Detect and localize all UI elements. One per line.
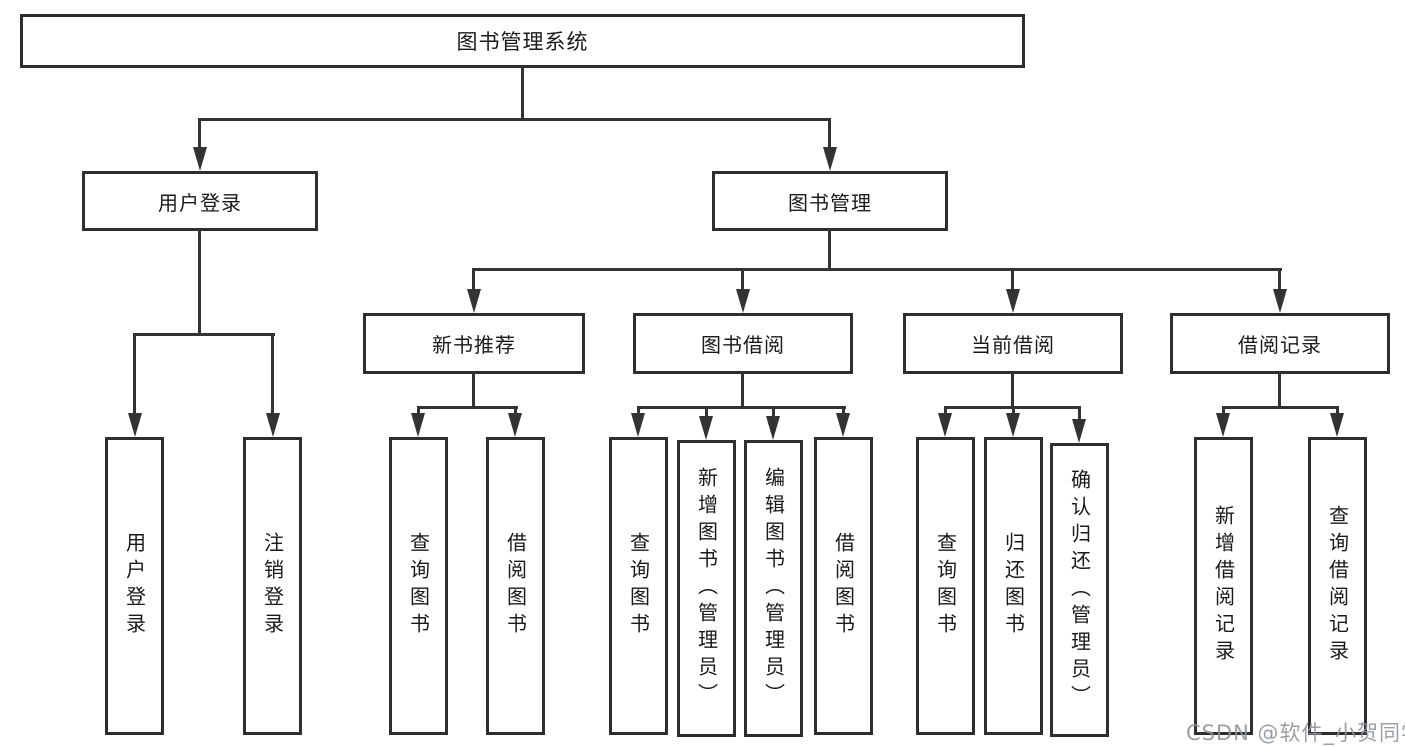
connector-line [1336,406,1339,416]
connector-line [944,406,947,416]
arrowhead [823,147,837,171]
arrowhead [1072,419,1086,443]
connector-line [705,406,708,416]
watermark: CSDN @软件_小贺同学 [1186,721,1405,745]
connector-line [741,268,744,291]
leaf-confirm-return-admin: 确认归还（管理员） [1050,443,1109,737]
connector-line [198,118,831,121]
arrowhead [699,416,713,440]
connector-line [417,406,420,416]
arrowhead [938,413,952,437]
connector-line [637,406,846,409]
connector-line [1012,406,1015,416]
connector-line [198,118,201,150]
connector-line [133,333,275,336]
connector-line [1222,406,1225,416]
node-borrowing-records: 借阅记录 [1170,313,1390,374]
arrowhead [467,289,481,313]
node-book-management: 图书管理 [712,171,948,231]
connector-line [772,406,775,416]
leaf-query-books-current: 查询图书 [916,437,975,735]
leaf-return-books: 归还图书 [984,437,1043,735]
arrowhead [1006,289,1020,313]
connector-line [741,372,744,409]
connector-line [472,268,1282,271]
arrowhead [631,413,645,437]
leaf-add-books-admin: 新增图书（管理员） [677,440,736,737]
connector-line [1278,268,1281,291]
arrowhead [1330,413,1344,437]
node-current-borrowing: 当前借阅 [903,313,1123,374]
node-root-system: 图书管理系统 [20,14,1025,68]
leaf-query-books-recommend: 查询图书 [389,437,448,735]
connector-line [842,406,845,416]
connector-line [828,229,831,271]
connector-line [1011,372,1014,409]
arrowhead [193,147,207,171]
connector-line [514,406,517,416]
leaf-query-books-borrowing: 查询图书 [609,437,668,735]
connector-line [271,333,274,413]
leaf-add-borrow-record: 新增借阅记录 [1194,437,1253,735]
connector-line [521,67,524,121]
connector-line [1278,372,1281,409]
node-new-book-recommend: 新书推荐 [363,313,585,374]
leaf-borrow-books-recommend: 借阅图书 [486,437,545,735]
node-user-login: 用户登录 [82,171,318,231]
leaf-query-borrow-record: 查询借阅记录 [1308,437,1367,735]
arrowhead [411,413,425,437]
connector-line [472,372,475,409]
arrowhead [1006,413,1020,437]
arrowhead [836,413,850,437]
node-book-borrowing: 图书借阅 [633,313,853,374]
arrowhead [508,413,522,437]
arrowhead [766,416,780,440]
leaf-borrow-books-borrowing: 借阅图书 [814,437,873,735]
connector-line [828,118,831,150]
connector-line [472,268,475,291]
arrowhead [736,289,750,313]
leaf-logout: 注销登录 [243,437,302,735]
connector-line [1011,268,1014,291]
arrowhead [266,413,280,437]
connector-line [1078,406,1081,422]
leaf-user-login: 用户登录 [105,437,164,735]
arrowhead [1273,289,1287,313]
leaf-edit-books-admin: 编辑图书（管理员） [744,440,803,737]
arrowhead [1216,413,1230,437]
connector-line [417,406,518,409]
connector-line [637,406,640,416]
connector-line [198,229,201,335]
connector-line [1222,406,1339,409]
connector-line [133,333,136,413]
arrowhead [128,413,142,437]
